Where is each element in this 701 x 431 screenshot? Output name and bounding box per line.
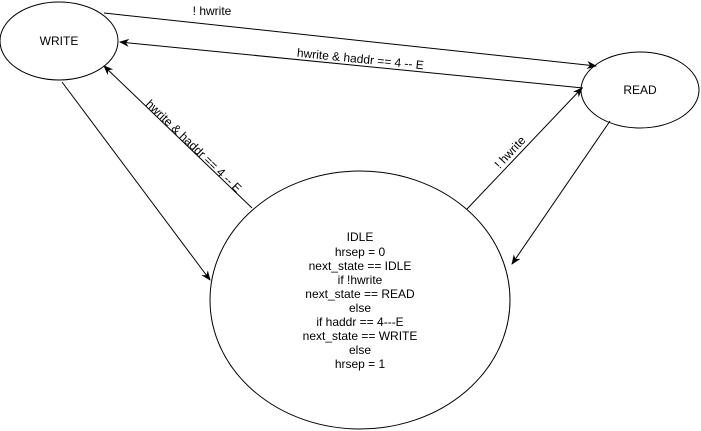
idle-line-2: hrsep = 0 <box>335 245 386 259</box>
idle-line-3: next_state == IDLE <box>309 259 412 273</box>
state-idle-shape <box>209 170 511 430</box>
idle-line-4: if !hwrite <box>338 273 383 287</box>
state-write: WRITE <box>0 1 119 81</box>
transition-idle-to-write: hwrite & haddr == 4 -- E <box>103 65 253 209</box>
arrow-idle-to-read <box>466 87 583 210</box>
state-write-shape <box>0 1 119 81</box>
transition-read-to-write: hwrite & haddr == 4 -- E <box>119 38 584 89</box>
state-read-label: READ <box>623 83 657 97</box>
state-read: READ <box>580 51 700 129</box>
idle-line-7: if haddr == 4---E <box>316 315 403 329</box>
transition-idle-to-read: ! hwrite <box>466 87 583 210</box>
label-idle-to-write: hwrite & haddr == 4 -- E <box>143 97 244 196</box>
arrow-read-to-idle <box>511 120 611 265</box>
arrow-write-to-idle <box>61 81 211 281</box>
label-read-to-write: hwrite & haddr == 4 -- E <box>296 46 424 73</box>
arrow-read-to-write <box>119 38 584 89</box>
idle-line-8: next_state == WRITE <box>303 329 418 343</box>
arrow-write-to-read <box>103 12 597 70</box>
idle-line-1: IDLE <box>347 230 374 244</box>
idle-line-6: else <box>349 301 371 315</box>
idle-line-9: else <box>349 343 371 357</box>
label-write-to-read: ! hwrite <box>193 4 232 18</box>
idle-line-10: hrsep = 1 <box>335 357 386 371</box>
state-idle: IDLE hrsep = 0 next_state == IDLE if !hw… <box>209 170 511 430</box>
idle-line-5: next_state == READ <box>305 287 415 301</box>
transition-write-to-read: ! hwrite <box>103 4 597 70</box>
state-write-label: WRITE <box>40 34 79 48</box>
label-idle-to-read: ! hwrite <box>492 133 529 171</box>
transition-read-to-idle <box>511 120 611 265</box>
transition-write-to-idle <box>61 81 211 281</box>
arrow-idle-to-write <box>103 65 253 209</box>
